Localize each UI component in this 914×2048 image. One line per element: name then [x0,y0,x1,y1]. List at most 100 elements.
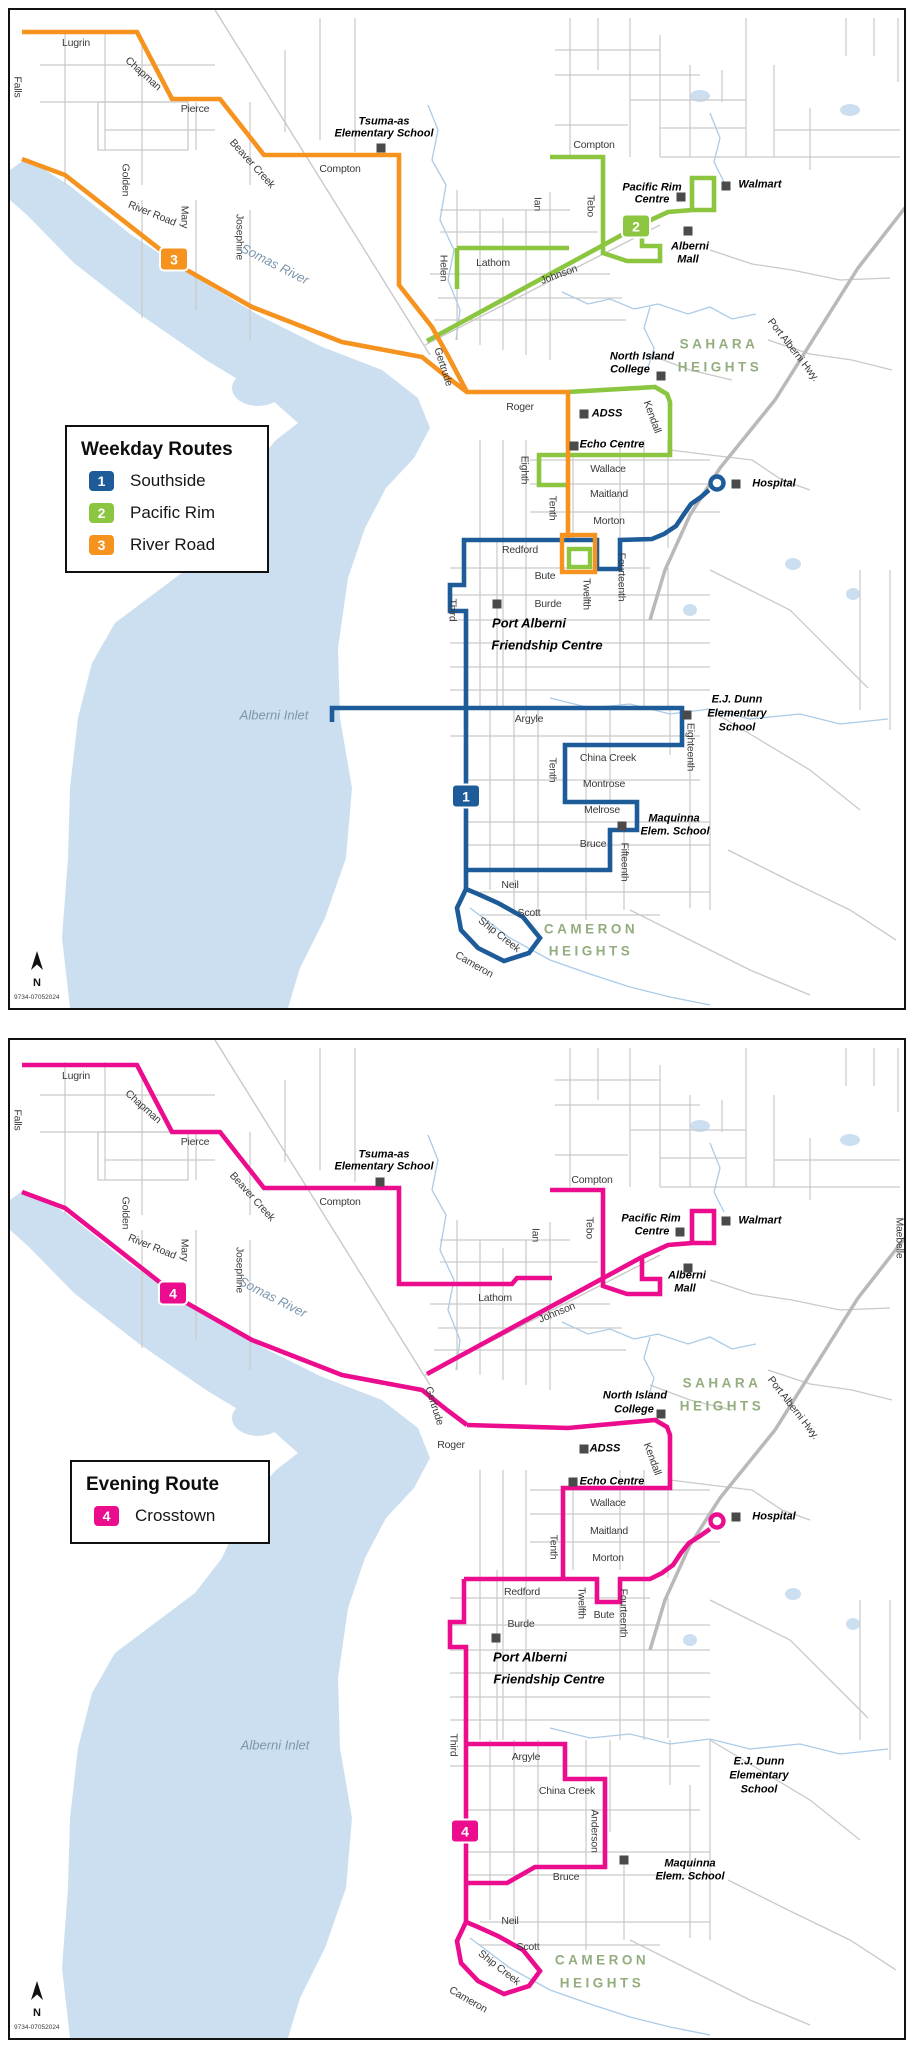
district-label: CAMERON [554,1952,650,1968]
route-crosstown [454,1919,543,1997]
street-label: Maitland [589,487,629,500]
street-label: Compton [319,162,361,175]
route-crosstown [425,1254,644,1377]
poi-marker [375,1177,385,1187]
landmark-label: Port Alberni [493,1649,567,1665]
route-crosstown [641,1208,717,1260]
district-label: CAMERON [543,921,639,937]
pond [840,1134,860,1146]
poi-marker [579,409,589,419]
landmark-label: E.J. Dunn [733,1755,785,1768]
district-label: HEIGHTS [679,1398,765,1414]
north-arrow-icon [31,951,43,970]
route-loop-crosstown [708,1512,726,1530]
landmark-label: Maquinna [648,812,700,825]
street [767,339,893,371]
legend-route-badge: 3 [89,535,114,555]
landmark-label: Centre [634,193,670,206]
water-label: Alberni Inlet [239,707,309,723]
street [424,224,661,346]
landmark-label: Elementary School [334,1160,434,1173]
stream [561,291,757,320]
street-label: Morton [593,514,625,527]
pond [846,1618,860,1630]
stream [643,306,655,369]
street [214,10,431,356]
water-body [10,160,430,1008]
street-label: China Creek [538,1784,596,1797]
street-label: Neil [501,878,519,891]
evening-basemap [10,1040,904,2038]
poi-marker [617,821,627,831]
street-label: Third [447,1733,460,1757]
street-label: Fourteenth [615,552,628,602]
street [709,709,861,811]
map-code: 9734-07052024 [14,2024,60,2031]
route-river-road [22,29,571,538]
street [709,249,891,281]
street-label: Scott [516,1940,540,1953]
street-label: Tenth [546,757,559,783]
route-badge-1: 1 [451,783,481,809]
route-crosstown [22,1062,552,1287]
route-pacific-rim [536,384,673,488]
poi-marker [491,1633,501,1643]
street-label: Eighth [518,455,531,485]
water-label: Alberni Inlet [240,1737,310,1753]
route-crosstown [466,1741,608,1886]
highway [648,206,904,621]
street [214,1040,431,1386]
legend-route-badge: 1 [89,471,114,491]
route-terminal-river-road [559,532,598,575]
landmark-label: Echo Centre [579,1475,645,1488]
stream [469,907,711,1006]
street-label: Redford [504,1585,540,1598]
pond [232,370,284,406]
street-label: Ian [529,1228,542,1242]
street-label: Argyle [514,712,544,725]
landmark-label: E.J. Dunn [711,693,763,706]
street-label: Tenth [546,495,559,521]
street-label: Lugrin [62,1069,90,1082]
street [97,101,189,151]
street [727,1879,897,1971]
street-label: Bruce [579,837,607,850]
street-label: Lathom [478,1291,512,1304]
street-label: Golden [119,163,132,197]
district-label: HEIGHTS [548,943,634,959]
street-label: Twelfth [580,578,593,610]
pond [840,104,860,116]
legend-route-label: Pacific Rim [130,503,216,522]
legend-route-label: Crosstown [135,1506,216,1525]
street-label: Mary [178,205,191,229]
street-label: Ian [531,197,544,211]
route-badge-4: 4 [158,1280,188,1306]
street-label: Bute [534,569,556,582]
route-badge-3: 3 [159,246,189,272]
landmark-label: Mall [674,1282,696,1295]
landmark-label: North Island [609,350,675,363]
landmark-label: Elem. School [640,825,710,838]
compass-icon: N [26,1981,48,2019]
landmark-label: Pacific Rim [622,181,682,194]
district-label: HEIGHTS [559,1975,645,1991]
water-body [10,1190,430,2038]
landmark-label: School [718,721,756,734]
landmark-label: Maquinna [664,1857,716,1870]
poi-marker [721,1216,731,1226]
pond [690,1120,710,1132]
landmark-label: College [610,363,650,376]
landmark-label: Pacific Rim [621,1212,681,1225]
street-label: Wallace [590,462,626,475]
street-label: Pierce [180,1135,210,1148]
route-terminal-pacific-rim [566,546,593,570]
street-label: Redford [502,543,538,556]
poi-marker [682,710,692,720]
street-label: Lathom [476,256,510,269]
street-label: Fifteenth [618,842,631,882]
landmark-label: College [614,1403,654,1416]
route-pacific-rim [550,154,663,264]
street-label: Burde [534,597,562,610]
